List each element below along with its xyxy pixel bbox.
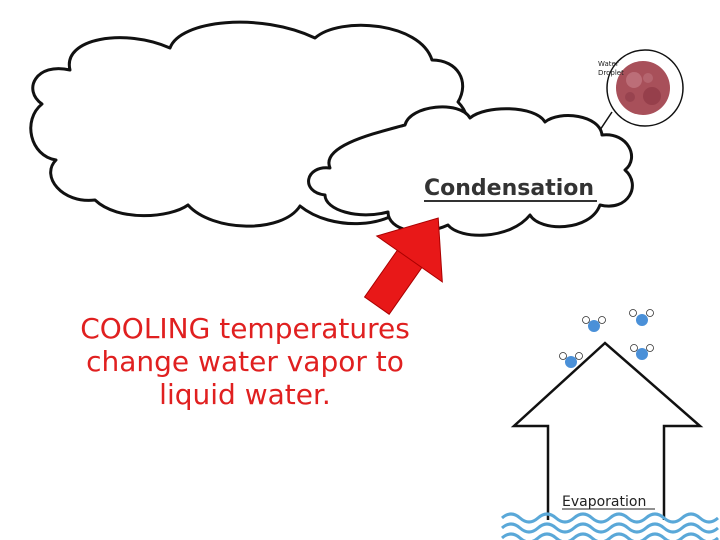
droplet-label-line-2: Droplet — [598, 69, 624, 77]
evaporation-arrow — [510, 341, 704, 520]
water-molecule — [629, 309, 654, 326]
water-droplet — [616, 61, 670, 115]
water-molecule — [630, 344, 654, 360]
water-waves — [501, 512, 719, 540]
caption-line-2: change water vapor to — [86, 345, 404, 378]
droplet-label-line-1: Water — [598, 60, 619, 68]
red-arrow — [363, 217, 443, 315]
page-title: Condensation — [424, 176, 594, 201]
caption-text: COOLING temperatures change water vapor … — [40, 312, 450, 411]
water-molecule — [582, 316, 606, 332]
small-cloud — [307, 105, 634, 237]
magnifier-connector-line — [599, 111, 613, 131]
water-molecule — [559, 352, 583, 368]
caption-line-3: liquid water. — [159, 378, 331, 411]
caption-line-1: COOLING temperatures — [80, 312, 410, 345]
evaporation-label: Evaporation — [562, 494, 646, 510]
